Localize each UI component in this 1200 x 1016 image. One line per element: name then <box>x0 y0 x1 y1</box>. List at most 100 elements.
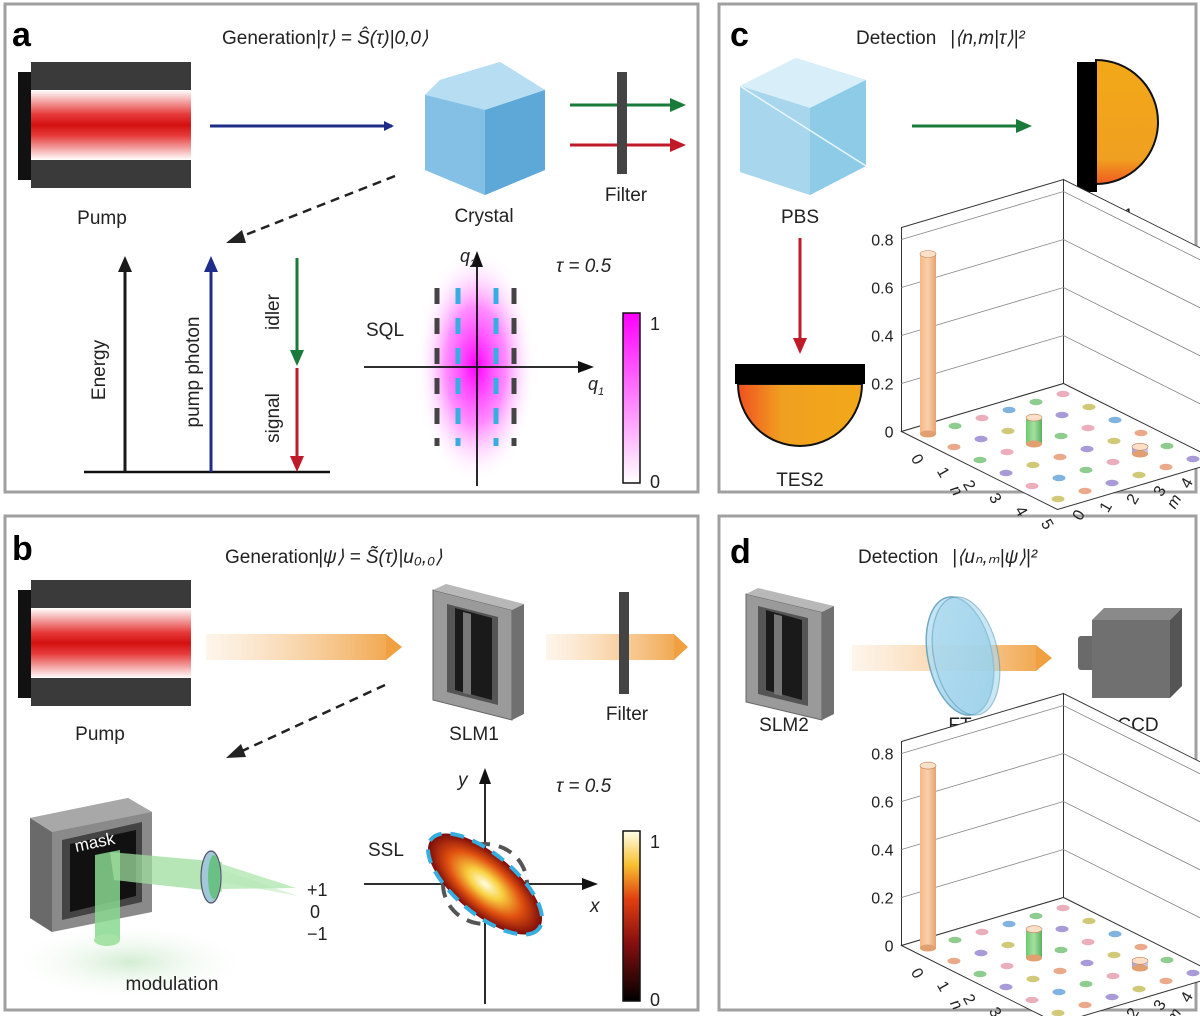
sql-label: SQL <box>366 320 404 341</box>
floor-dot <box>1052 988 1066 996</box>
floor-dot <box>1002 920 1016 928</box>
panel-a-frame <box>3 2 700 494</box>
z-tick-label: 0.4 <box>871 843 893 860</box>
n-axis-label: n <box>946 483 965 499</box>
pbs-cube <box>739 58 867 195</box>
panel-c-title-eq: |⟨n,m|τ⟩|² <box>950 28 1025 49</box>
colorbar-a-max: 1 <box>650 314 660 334</box>
pump-laser-a <box>18 62 191 188</box>
bar-n2-m2 <box>1025 925 1043 962</box>
floor-dot <box>1054 946 1068 954</box>
filter-b <box>619 592 629 694</box>
n-tick-label: 0 <box>907 966 926 982</box>
panel-a-title-eq: |τ⟩ = Ŝ(τ)|0,0⟩ <box>316 27 429 49</box>
floor-dot <box>1051 1009 1065 1016</box>
bar-floor <box>900 382 1200 511</box>
orange-beam-b2 <box>546 634 688 660</box>
floor-dot <box>999 983 1013 991</box>
floor-dot <box>1025 482 1039 490</box>
panel-c-title-prefix: Detection <box>856 28 936 49</box>
ssl-label: SSL <box>368 840 404 861</box>
slm1-device <box>432 584 524 721</box>
floor-dot <box>1106 972 1120 980</box>
crystal-label: Crystal <box>454 206 513 227</box>
floor-dot <box>1026 461 1040 469</box>
floor-dot <box>1001 941 1015 949</box>
filter-label-b: Filter <box>606 704 649 725</box>
tes2-label: TES2 <box>776 470 824 491</box>
floor-dot <box>1134 429 1148 437</box>
floor-dot <box>1105 479 1119 487</box>
z-tick-label: 0.4 <box>871 329 893 346</box>
n-tick-label: 5 <box>1037 517 1056 533</box>
floor-dot <box>1134 943 1148 951</box>
bar-n0-m0 <box>919 250 937 438</box>
modulation-label: modulation <box>126 974 219 995</box>
bar-chart-3d-d: 00.20.40.60.8012345012345nm <box>871 692 1200 1016</box>
m-tick-label: 1 <box>1097 499 1116 515</box>
crystal-cube <box>425 62 545 195</box>
n-tick-label: 1 <box>933 465 952 481</box>
n-tick-label: 3 <box>985 1005 1004 1016</box>
floor-dot <box>1107 437 1121 445</box>
floor-dot <box>948 936 962 944</box>
axis-q2-label: q2 <box>460 246 476 270</box>
colorbar-b <box>622 830 641 1002</box>
m-tick-label: 2 <box>1124 1005 1143 1016</box>
bar-gridline <box>901 801 1200 871</box>
floor-dot <box>1081 424 1095 432</box>
bar-gridline <box>901 335 1200 405</box>
bar-chart-3d-c: 00.20.40.60.8012345012345nm <box>871 178 1200 533</box>
panel-b-frame <box>3 514 700 1012</box>
axis-q1-label: q1 <box>588 374 604 398</box>
colorbar-b-max: 1 <box>650 832 660 852</box>
floor-dot <box>975 928 989 936</box>
m-axis-label: m <box>1164 1006 1185 1016</box>
floor-dot <box>1026 975 1040 983</box>
colorbar-a-min: 0 <box>650 472 660 492</box>
floor-dot <box>1108 416 1122 424</box>
slm2-device <box>745 588 834 721</box>
zoom-dashed-arrow-a <box>239 174 396 239</box>
tau-label-a: τ = 0.5 <box>556 256 612 277</box>
z-tick-label: 0.8 <box>871 747 893 764</box>
panel-a-title-prefix: Generation <box>222 28 316 49</box>
panel-d-title-eq: |⟨uₙ,ₘ|ψ⟩|² <box>952 547 1038 568</box>
panel-d-letter: d <box>730 533 751 571</box>
modulation-illustration <box>5 798 298 1002</box>
panel-a-letter: a <box>12 16 32 54</box>
bar-gridline <box>901 287 1200 357</box>
floor-dot <box>1078 487 1092 495</box>
floor-dot <box>1051 495 1065 503</box>
floor-dot <box>1108 930 1122 938</box>
floor-dot <box>948 422 962 430</box>
z-tick-label: 0.8 <box>871 233 893 250</box>
bar-n2-m2 <box>1025 413 1043 448</box>
floor-dot <box>1081 938 1095 946</box>
phase-space-plot-b <box>364 768 598 1004</box>
n-tick-label: 1 <box>933 979 952 995</box>
pump-laser-b <box>18 580 191 706</box>
floor-dot <box>1160 442 1174 450</box>
pump-label-a: Pump <box>77 208 127 229</box>
bar-gridline <box>901 705 1200 775</box>
bar-gridline <box>901 239 1200 309</box>
floor-dot <box>1186 455 1200 463</box>
floor-dot <box>1082 917 1096 925</box>
energy-axis-label: Energy <box>89 339 110 400</box>
floor-dot <box>947 957 961 965</box>
floor-dot <box>1160 956 1174 964</box>
axis-x-label: x <box>589 896 601 917</box>
floor-dot <box>1029 912 1043 920</box>
floor-dot <box>1000 962 1014 970</box>
zoom-dashed-arrow-b <box>239 683 386 754</box>
bar-gridline <box>901 191 1200 261</box>
slm1-label: SLM1 <box>449 724 499 745</box>
floor-dot <box>1000 448 1014 456</box>
panel-b-title-eq: |ψ⟩ = S̃(τ)|u₀,₀⟩ <box>318 546 443 568</box>
floor-dot <box>1054 432 1068 440</box>
z-tick-label: 0.6 <box>871 281 893 298</box>
floor-dot <box>1159 463 1173 471</box>
floor-dot <box>1107 951 1121 959</box>
floor-dot <box>973 456 987 464</box>
